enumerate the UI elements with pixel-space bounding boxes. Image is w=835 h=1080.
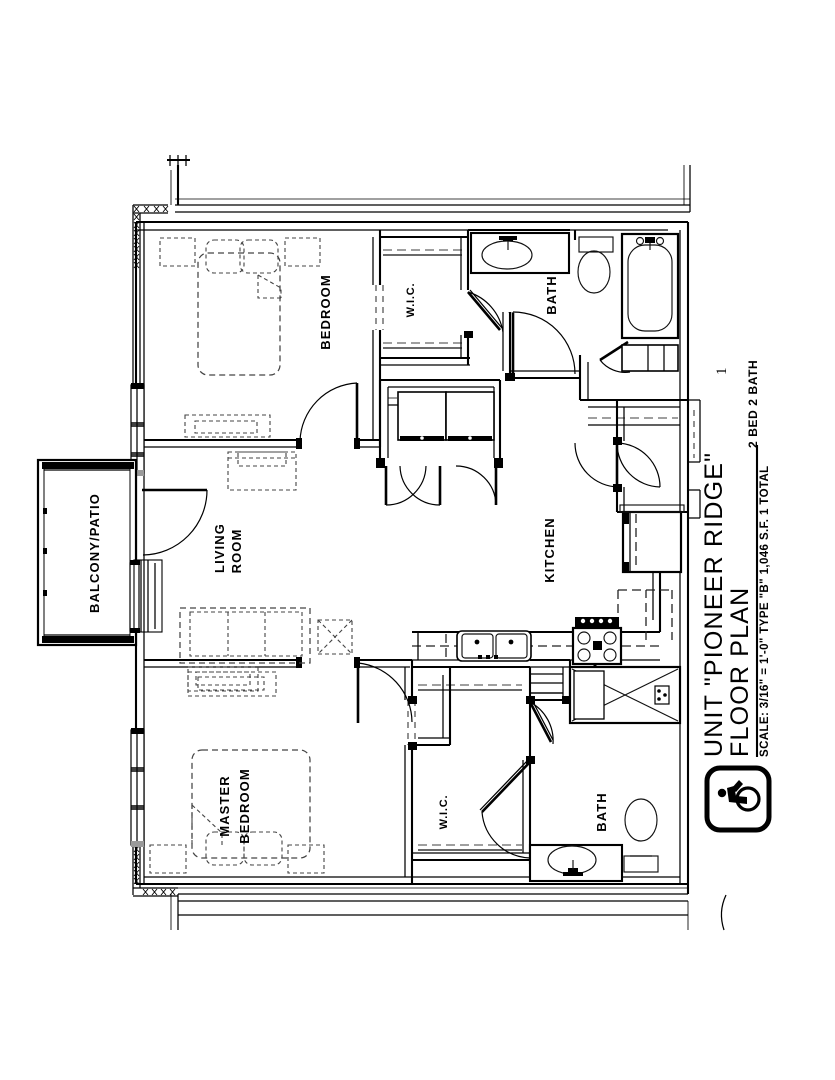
room-label-bath-upper: BATH xyxy=(544,275,559,315)
room-label-kitchen: KITCHEN xyxy=(542,517,557,582)
room-label-wic-upper: W.I.C. xyxy=(405,283,417,318)
furniture-master-bedroom xyxy=(149,671,325,874)
queen-bed xyxy=(197,239,282,376)
room-label-bedroom: BEDROOM xyxy=(318,274,333,350)
bath-upper-door xyxy=(508,311,576,375)
living-room-slider xyxy=(129,559,163,633)
refrigerator xyxy=(619,504,685,574)
nightstand-right xyxy=(284,237,321,267)
room-label-wic-lower: W.I.C. xyxy=(438,795,450,830)
building-shell xyxy=(167,155,691,930)
wic-lower-door xyxy=(479,759,531,859)
room-label-master-bedroom-line2: BEDROOM xyxy=(237,768,252,844)
dryer xyxy=(445,391,495,441)
furniture-living-room xyxy=(179,451,353,692)
dresser-master xyxy=(187,671,277,697)
room-labels: BEDROOM W.I.C. BATH LIVING ROOM KITCHEN … xyxy=(212,274,609,844)
wheelchair-accessible-icon xyxy=(704,765,772,833)
nightstand-master-left xyxy=(149,844,187,874)
bedroom-window xyxy=(130,383,145,476)
laundry-appliances xyxy=(397,391,495,441)
bath-upper-fixtures xyxy=(469,231,680,372)
dresser-bedroom xyxy=(184,414,271,438)
console-table-top xyxy=(227,451,297,491)
nightstand-master-right xyxy=(287,844,325,874)
master-bedroom-window xyxy=(130,728,145,847)
range-cooktop xyxy=(571,617,623,666)
utility-closet xyxy=(530,666,570,694)
side-table xyxy=(317,619,353,655)
entry-door xyxy=(574,442,661,488)
kitchen-fixtures xyxy=(412,504,685,666)
title-block: 1 2 BED 2 BATH UNIT "PIONEER RIDGE" FLOO… xyxy=(700,360,772,931)
toilet-upper xyxy=(577,236,614,294)
laundry-bifold-door xyxy=(384,465,498,506)
kitchen-double-sink xyxy=(456,630,532,662)
room-label-balcony-patio: BALCONY/PATIO xyxy=(87,493,102,613)
washer xyxy=(397,391,447,441)
room-label-living-room-line2: ROOM xyxy=(229,529,244,574)
room-label-living-room-line1: LIVING xyxy=(212,523,227,573)
wic-upper-door xyxy=(467,289,504,333)
scale-note: SCALE: 3/16" = 1'-0" TYPE "B" 1,046 S.F.… xyxy=(759,465,771,757)
linen-closet-upper xyxy=(621,344,679,372)
bedroom-door xyxy=(299,382,359,443)
bath-lower-fixtures xyxy=(528,663,682,883)
sofa xyxy=(179,607,311,664)
doors xyxy=(142,289,661,859)
toilet-lower xyxy=(623,798,659,873)
bath-lower-door xyxy=(528,699,554,745)
queen-bed-master xyxy=(191,749,311,866)
shower-stall-lower xyxy=(568,663,682,725)
sheet-number: 1 xyxy=(714,368,730,376)
vanity-counter-upper xyxy=(469,231,571,275)
nightstand-left xyxy=(159,237,196,267)
master-bedroom-door xyxy=(356,662,413,723)
balcony-door xyxy=(142,488,208,556)
balcony-patio: BALCONY/PATIO xyxy=(36,458,138,647)
room-label-master-bedroom-line1: MASTER xyxy=(217,775,232,837)
bathtub-upper xyxy=(620,232,680,340)
unit-mix-label: 2 BED 2 BATH xyxy=(746,360,760,448)
plan-title: UNIT "PIONEER RIDGE" xyxy=(700,452,728,757)
plan-subtitle: FLOOR PLAN xyxy=(726,587,754,757)
room-label-bath-lower: BATH xyxy=(594,792,609,832)
furniture-bedroom xyxy=(159,237,321,438)
